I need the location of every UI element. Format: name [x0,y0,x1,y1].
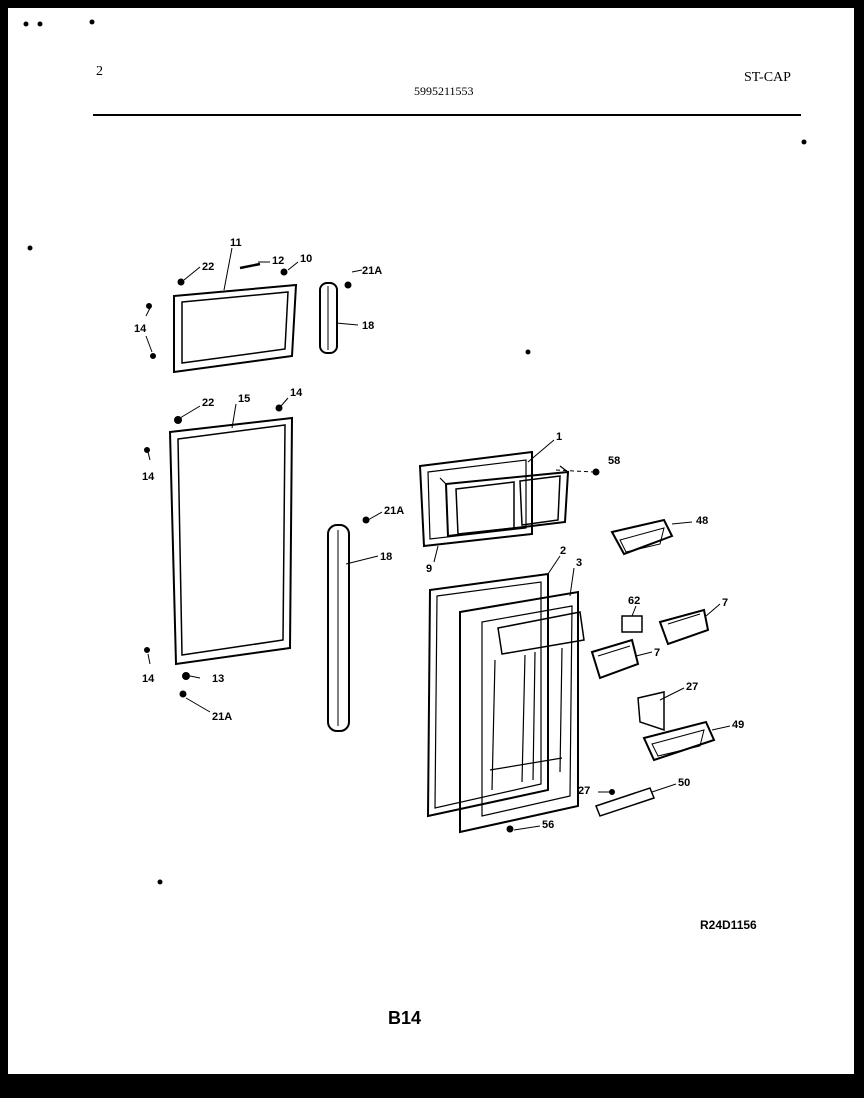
model-code: ST-CAP [744,70,791,85]
fresh-food-door-liner [459,590,585,834]
callout-50: 50 [678,777,690,789]
reference-code: R24D1156 [700,918,757,932]
callout-22: 22 [202,261,214,273]
container-7-right [658,608,710,646]
callout-21a: 21A [212,711,232,723]
callout-49: 49 [732,719,744,731]
bin-49 [642,720,716,762]
callout-9: 9 [426,563,432,575]
callout-56: 56 [542,819,554,831]
fresh-food-door-panel [426,572,549,818]
part-number: 5995211553 [414,84,474,98]
callout-1: 1 [556,431,562,443]
callout-14: 14 [142,673,155,685]
fresh-food-gasket [168,416,294,666]
callout-7: 7 [722,597,728,609]
freezer-door-liner [439,465,570,538]
callout-58: 58 [608,455,620,467]
callout-21a: 21A [362,265,382,277]
diagram-sheet [8,8,854,1074]
callout-18: 18 [380,551,392,563]
bin-48 [610,518,674,556]
freezer-gasket [173,283,298,374]
callout-14: 14 [290,387,303,399]
callout-27: 27 [686,681,698,693]
callout-18: 18 [362,320,374,332]
callout-3: 3 [576,557,582,569]
callout-48: 48 [696,515,708,527]
callout-13: 13 [212,673,224,685]
callout-27: 27 [578,785,590,797]
part-62 [621,615,643,633]
handle-upper [319,282,338,354]
callout-21a: 21A [384,505,404,517]
callout-10: 10 [300,253,312,265]
callout-62: 62 [628,595,640,607]
handle-lower [327,524,350,732]
header-rule [93,114,801,116]
callout-7: 7 [654,647,660,659]
callout-14: 14 [134,323,147,335]
callout-14: 14 [142,471,155,483]
callout-12: 12 [272,255,284,267]
page-number: 2 [96,64,103,79]
callout-11: 11 [230,237,242,249]
callout-2: 2 [560,545,566,557]
freezer-door-panel [418,450,533,548]
container-7-left [590,638,640,680]
part-27-plate [637,691,665,732]
callout-22: 22 [202,397,214,409]
page-code: B14 [388,1008,422,1028]
callout-15: 15 [238,393,250,405]
part-50-rail [595,787,655,817]
